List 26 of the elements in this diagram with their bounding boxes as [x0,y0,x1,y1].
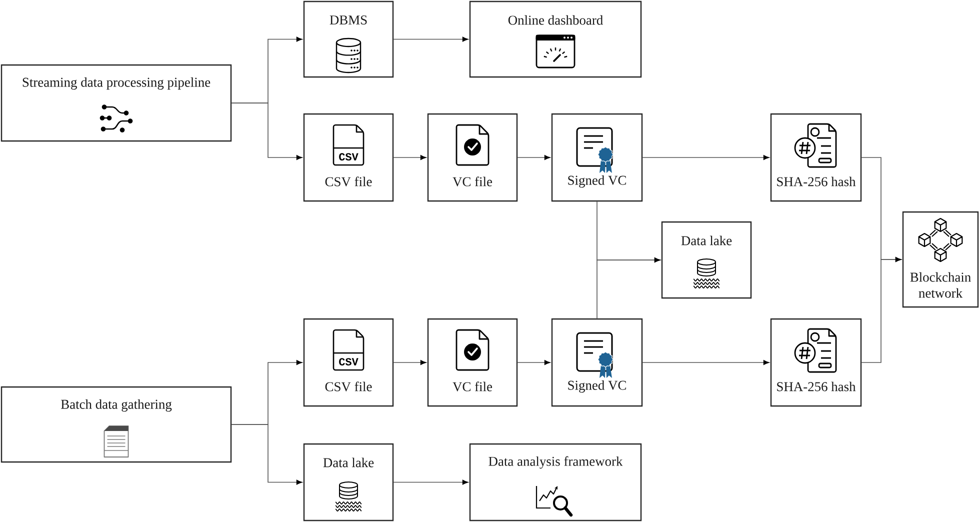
arrow [231,102,302,160]
process-box: Data lake [661,221,752,299]
process-box: Blockchain network [902,211,979,308]
process-box: VC file [427,318,518,407]
arrow [231,424,302,485]
process-box: SHA-256 hash [770,113,862,202]
process-box: Data lake [303,443,394,522]
arrow [861,257,902,363]
process-box: Data analysis framework [469,443,642,522]
arrow [517,360,550,365]
process-box: Streaming data processing pipeline [0,64,232,142]
process-box: Online dashboard [469,0,642,78]
arrow [642,155,770,160]
process-box: Batch data gathering [0,386,232,463]
process-box: SHA-256 hash [770,318,862,407]
process-box: VC file [427,113,518,202]
process-box: DBMS [303,0,394,78]
arrow [596,258,660,319]
process-box: Signed VC [551,318,643,407]
arrow [393,480,468,485]
arrow [393,360,426,365]
process-box: Signed VC [551,113,643,202]
arrow [642,360,770,365]
arrow [393,155,426,160]
arrow [393,36,468,42]
arrow [517,155,550,160]
